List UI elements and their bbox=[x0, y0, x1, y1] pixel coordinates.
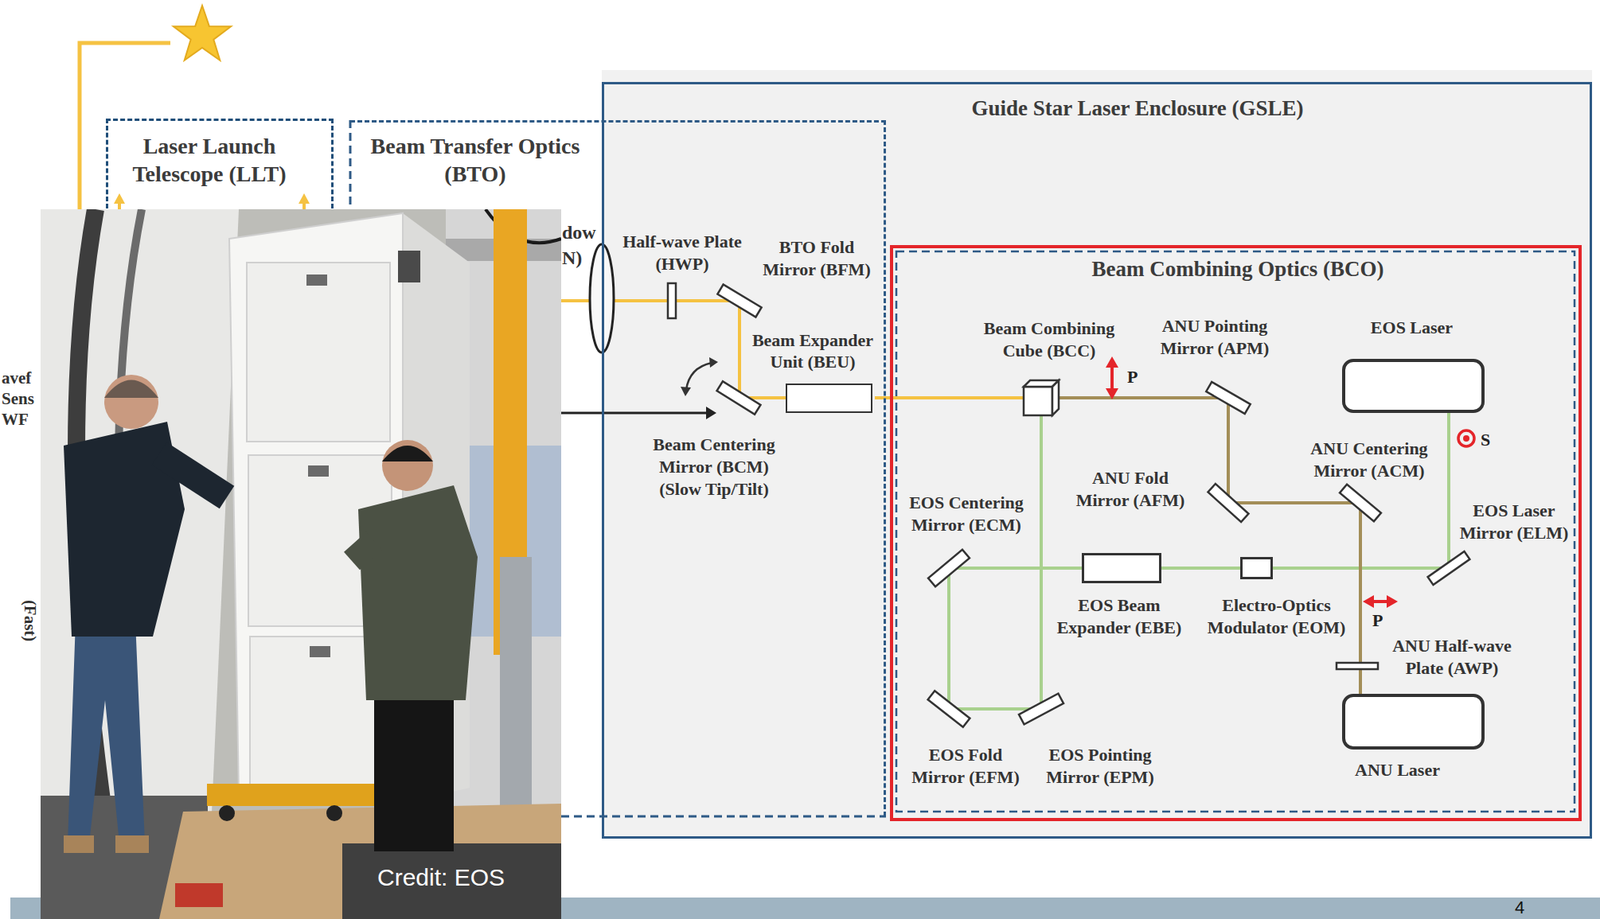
photo-credit: Credit: EOS bbox=[377, 862, 505, 894]
part-label: Half-wave Plate (HWP) bbox=[614, 230, 750, 275]
laser-beam bbox=[561, 299, 590, 303]
dashed-region: Beam Transfer Optics (BTO) Beam Expander … bbox=[350, 120, 886, 817]
part-label: ANU Centering Mirror (ACM) bbox=[1305, 437, 1433, 482]
polarization-arrowhead bbox=[1105, 388, 1119, 400]
mirror bbox=[1205, 382, 1250, 414]
polarization-arrowhead bbox=[1362, 595, 1374, 609]
part-label: EOS Laser bbox=[1348, 316, 1476, 340]
cabinet-plaque bbox=[306, 274, 328, 286]
dashed-region: Laser Launch Telescope (LLT) bbox=[105, 118, 334, 209]
dashed-boundary bbox=[896, 251, 1575, 812]
person-legs bbox=[374, 692, 454, 852]
mirror bbox=[928, 690, 971, 728]
mirror bbox=[717, 381, 761, 415]
cut-label: avef bbox=[1, 367, 32, 389]
laser-box: EOS Laser bbox=[1342, 359, 1485, 414]
mirror bbox=[1339, 484, 1382, 523]
installation-photo bbox=[40, 209, 562, 919]
dashed-boundary bbox=[349, 120, 352, 210]
person-head bbox=[382, 440, 434, 492]
photo-ground bbox=[40, 209, 562, 919]
polarization-dot bbox=[1463, 435, 1470, 442]
cube-side bbox=[1052, 380, 1059, 416]
eos-beam bbox=[948, 415, 1082, 710]
dark-floor bbox=[342, 843, 562, 919]
part-label: ANU Half-wave Plate (AWP) bbox=[1388, 635, 1516, 680]
beam-connector bbox=[1161, 566, 1241, 570]
person-hair bbox=[382, 445, 434, 462]
cabinet-label bbox=[398, 250, 421, 283]
mirror bbox=[1428, 551, 1471, 586]
tilt-arrow bbox=[686, 362, 712, 391]
person-boot bbox=[63, 835, 94, 854]
cabinet-plaque bbox=[308, 465, 329, 477]
control-line bbox=[561, 412, 709, 415]
cut-label: WF bbox=[1, 409, 29, 430]
person-boot bbox=[115, 835, 149, 854]
cube-front bbox=[1023, 386, 1053, 416]
waveplate bbox=[1336, 663, 1378, 670]
laser-box: ANU Laser bbox=[1342, 694, 1485, 750]
cut-label: Sens bbox=[1, 388, 35, 410]
part-label: Beam Centering Mirror (BCM) bbox=[648, 433, 781, 478]
enclosure-ground bbox=[601, 70, 1593, 840]
part-label: EOS Pointing Mirror (EPM) bbox=[1040, 744, 1160, 789]
part-label: ANU Laser bbox=[1334, 759, 1462, 782]
polarization-label: P bbox=[1372, 609, 1383, 633]
person-legs bbox=[67, 620, 145, 844]
person-head bbox=[104, 374, 159, 430]
polarization-arrowhead bbox=[1386, 595, 1398, 609]
dolly-wheel bbox=[326, 805, 343, 822]
part-note: (Slow Tip/Tilt) bbox=[646, 478, 782, 501]
cabinet-plaque bbox=[309, 646, 331, 658]
polarization-arrowhead bbox=[1105, 356, 1119, 368]
part-label: EOS Centering Mirror (ECM) bbox=[905, 491, 1029, 536]
mirror bbox=[717, 284, 761, 318]
person-arm bbox=[351, 541, 375, 562]
polarization-circle bbox=[1458, 430, 1475, 447]
part-label: Beam Combining Cube (BCC) bbox=[979, 317, 1120, 362]
mirror bbox=[928, 550, 970, 588]
part-label: EOS Laser Mirror (ELM) bbox=[1456, 499, 1573, 544]
floor-jack bbox=[175, 883, 223, 908]
person-arm bbox=[159, 453, 227, 498]
dolly-wheel bbox=[218, 805, 235, 822]
cut-label: (Fast) bbox=[19, 597, 41, 645]
part-label: ANU Pointing Mirror (APM) bbox=[1155, 315, 1275, 360]
beam-arrowhead bbox=[113, 193, 125, 204]
polarization-label: S bbox=[1480, 429, 1491, 452]
cabinet-door bbox=[246, 262, 391, 442]
cut-label: N) bbox=[561, 245, 582, 270]
guide-star bbox=[173, 5, 231, 61]
cut-label: dow bbox=[561, 220, 597, 245]
plywood-floor bbox=[159, 803, 562, 919]
region-title: Laser Launch Telescope (LLT) bbox=[116, 132, 303, 188]
page-number: 4 bbox=[1514, 897, 1525, 919]
part-label: EOS Fold Mirror (EFM) bbox=[908, 744, 1024, 789]
dashed-boundary bbox=[561, 815, 886, 819]
part-label: EOS Beam Expander (EBE) bbox=[1053, 594, 1186, 639]
laser-beam bbox=[874, 396, 1024, 400]
region-title: Beam Combining Optics (BCO) bbox=[1070, 256, 1405, 284]
polarization-arrow bbox=[1110, 364, 1114, 392]
person-torso bbox=[358, 485, 478, 701]
mirror bbox=[1018, 694, 1064, 726]
tilt-arrowhead bbox=[709, 357, 719, 368]
part-label: Electro-Optics Modulator (EOM) bbox=[1202, 594, 1351, 639]
part-label: Beam Expander Unit (BEU) bbox=[747, 329, 879, 374]
mirror bbox=[1208, 483, 1249, 523]
polarization-label: P bbox=[1127, 366, 1138, 389]
waveplate bbox=[667, 283, 676, 319]
person-hair bbox=[104, 380, 159, 399]
optic-box: EOS Beam Expander (EBE) bbox=[1081, 553, 1162, 584]
beam-arrowhead bbox=[298, 193, 310, 204]
part-label: ANU Fold Mirror (AFM) bbox=[1073, 467, 1189, 512]
region-title: Guide Star Laser Enclosure (GSLE) bbox=[946, 95, 1329, 123]
part-label: BTO Fold Mirror (BFM) bbox=[759, 236, 875, 281]
optic-box: Beam Expander Unit (BEU) bbox=[785, 383, 873, 414]
region-title: Beam Transfer Optics (BTO) bbox=[355, 132, 595, 188]
control-arrowhead bbox=[706, 406, 717, 420]
optic-box: Electro-Optics Modulator (EOM) bbox=[1240, 557, 1273, 580]
tilt-arrowhead bbox=[680, 386, 691, 397]
